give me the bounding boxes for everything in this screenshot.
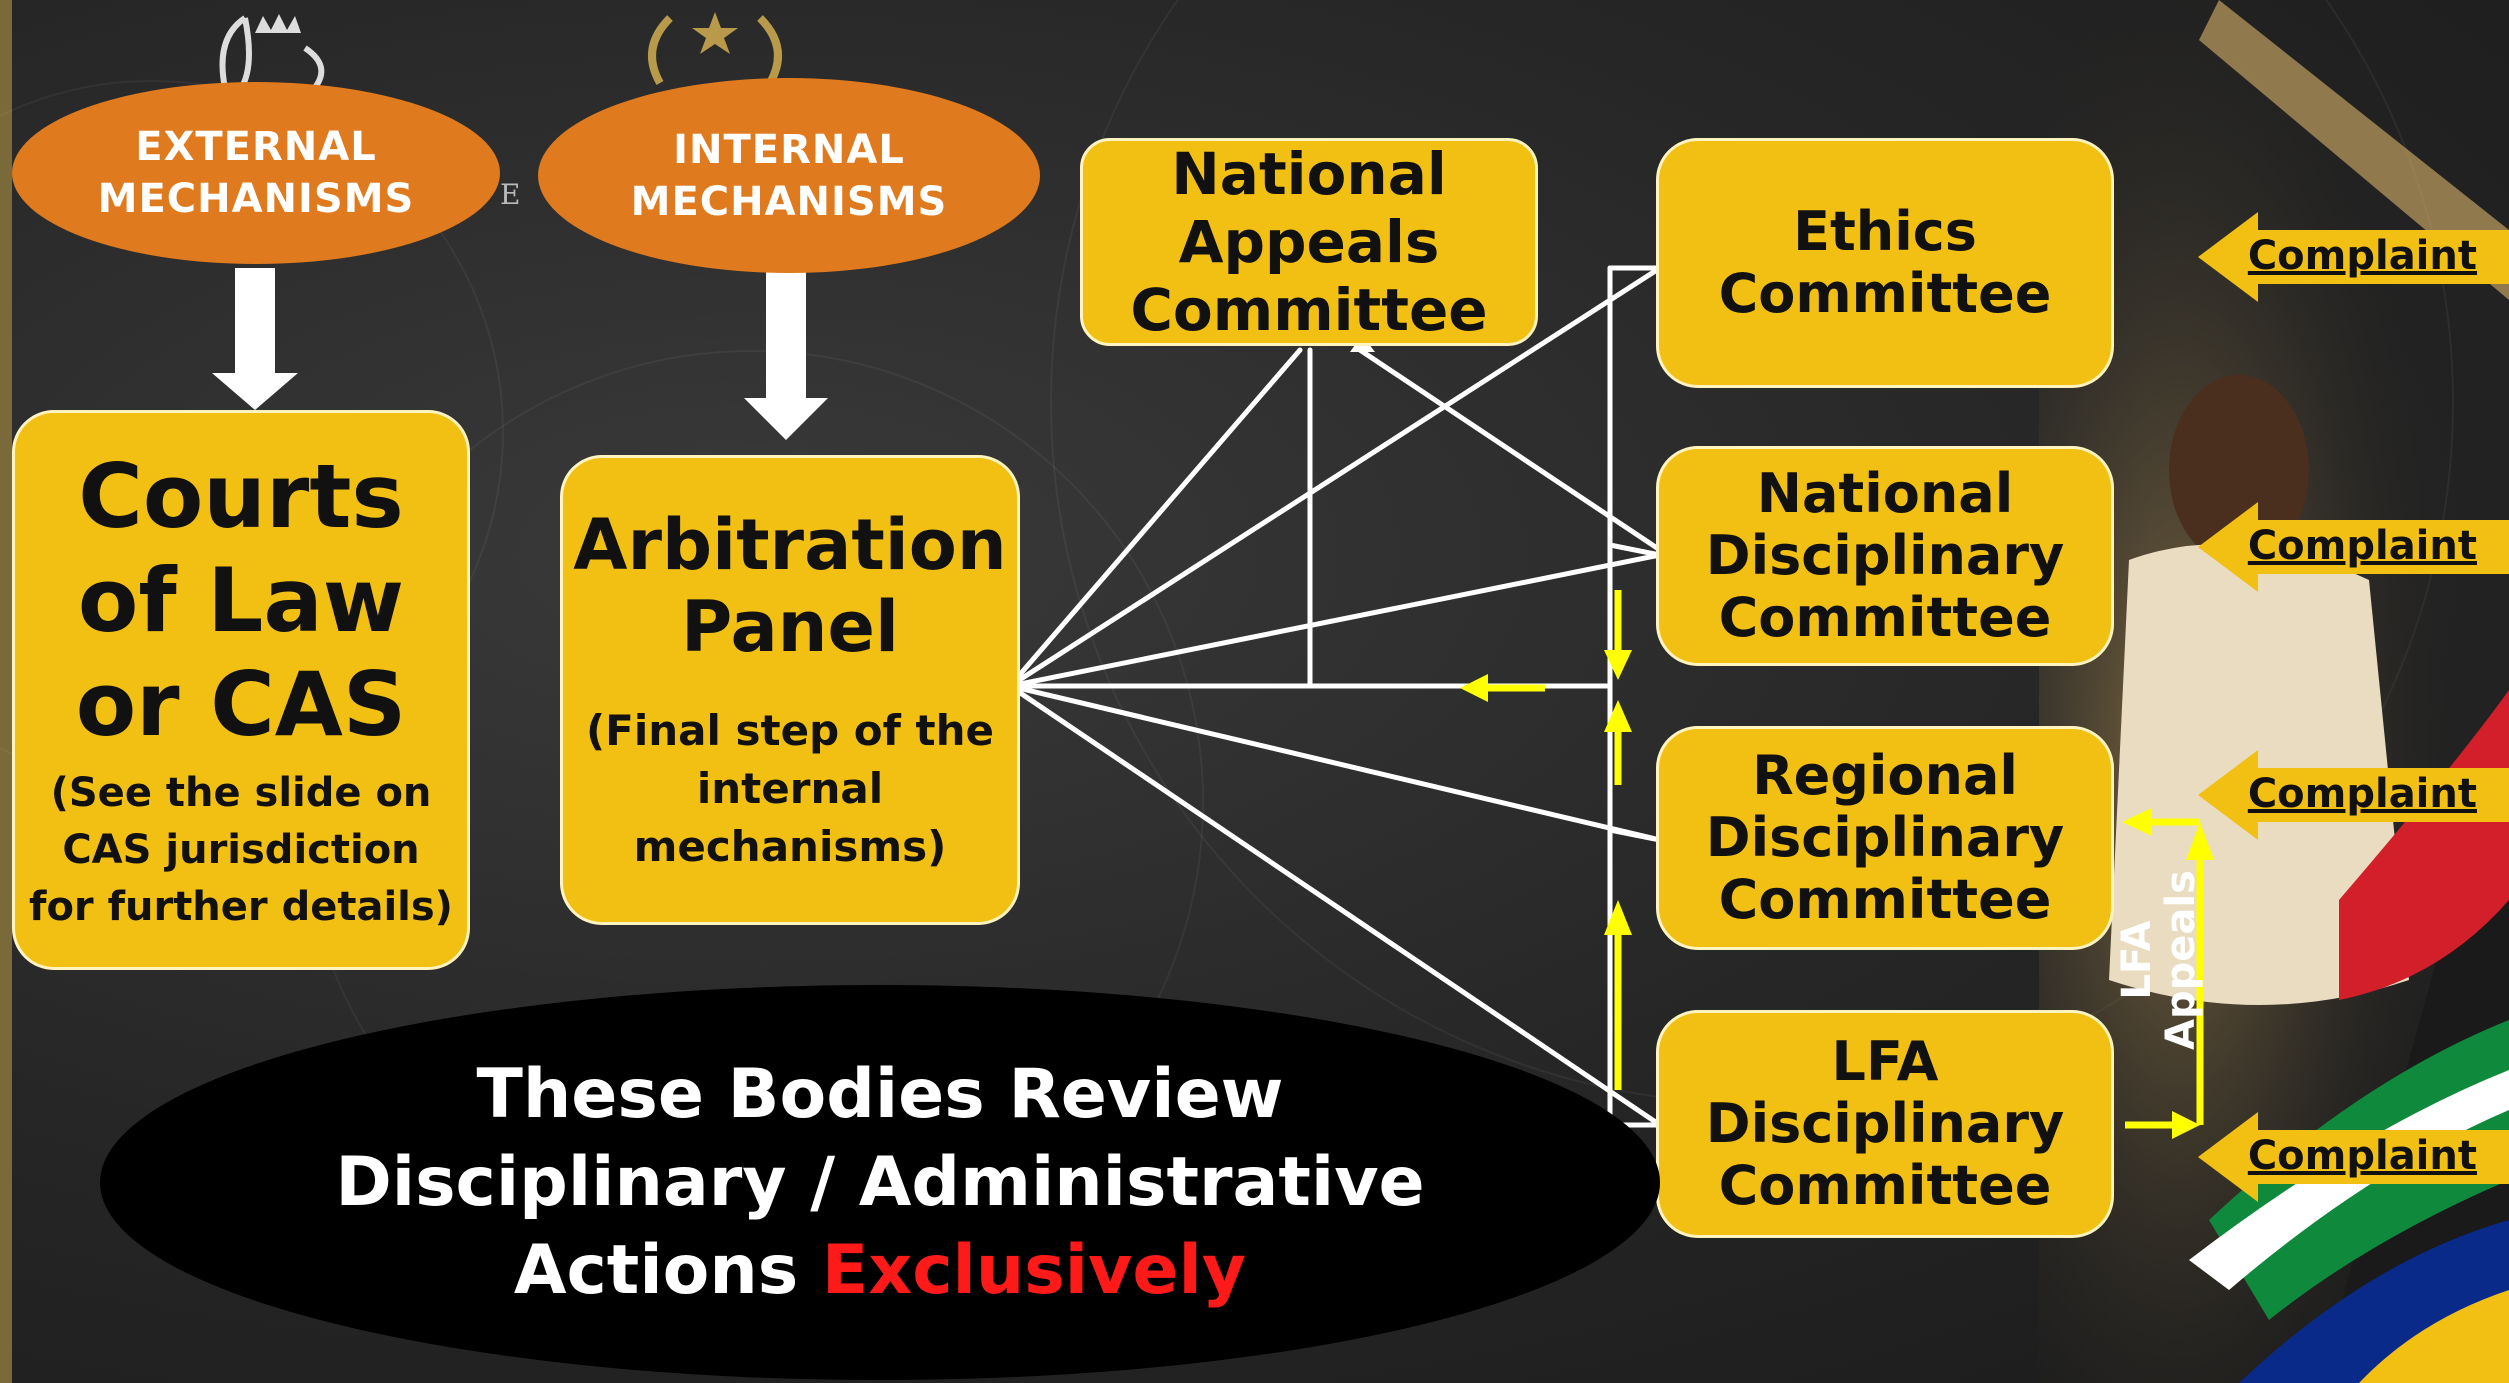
box-title-line: Committee (1718, 262, 2052, 325)
complaint-label: Complaint (2247, 1133, 2477, 1179)
lfa-appeals-line: Appeals (2158, 870, 2204, 1050)
national-appeals-committee-box: National Appeals Committee (1080, 138, 1538, 346)
box-title-line: LFA Disciplinary (1705, 1030, 2065, 1155)
box-title-line: Ethics (1793, 200, 1977, 263)
ellipse-line-3: Actions Exclusively (100, 1227, 1660, 1315)
box-title-line: Appeals (1178, 208, 1440, 276)
logo-wordmark: E (500, 178, 533, 211)
oval-line: EXTERNAL (135, 124, 377, 170)
complaint-label: Complaint (2247, 771, 2477, 817)
box-title-line: Courts (78, 444, 404, 548)
lfa-appeals-line: LFA (2114, 920, 2160, 1000)
box-title-line: Panel (681, 586, 899, 668)
box-note-line: (Final step of the (585, 706, 994, 755)
oval-line: INTERNAL (673, 126, 905, 173)
ellipse-line: These Bodies Review (476, 1054, 1284, 1134)
ethics-committee-box: Ethics Committee (1656, 138, 2114, 388)
box-note-line: mechanisms) (633, 822, 947, 871)
box-title-line: Disciplinary (1705, 524, 2065, 587)
box-title-line: National (1756, 462, 2014, 525)
internal-mechanisms-oval: INTERNAL MECHANISMS (538, 78, 1040, 273)
regional-disciplinary-committee-box: Regional Disciplinary Committee (1656, 726, 2114, 950)
box-title-line: Regional (1752, 744, 2018, 807)
box-title-line: or CAS (75, 652, 407, 756)
box-title-line: Committee (1718, 868, 2052, 931)
box-note-line: (See the slide on (50, 769, 432, 816)
external-mechanisms-oval: EXTERNAL MECHANISMS (12, 82, 500, 264)
ellipse-text: Actions (513, 1230, 822, 1310)
box-title-line: Committee (1718, 586, 2052, 649)
box-title-line: Committee (1718, 1154, 2052, 1217)
box-title-line: Disciplinary (1705, 806, 2065, 869)
oval-line: MECHANISMS (630, 178, 948, 225)
box-note-line: for further details) (29, 883, 453, 930)
box-title-line: Committee (1130, 276, 1488, 344)
lfa-appeals-label: LFA Appeals (2114, 840, 2204, 1080)
ellipse-line: Disciplinary / Administrative (335, 1142, 1425, 1222)
gallery-laurel-logo (648, 12, 782, 85)
box-title-line: Arbitration (573, 504, 1007, 586)
complaint-tag: Complaint (2198, 502, 2509, 592)
complaint-label: Complaint (2247, 233, 2477, 279)
arbitration-panel-box: Arbitration Panel (Final step of the int… (560, 455, 1020, 925)
box-title-line: of Law (77, 548, 405, 652)
box-note-line: internal (696, 764, 884, 813)
box-title-line: National (1171, 140, 1447, 208)
box-note-line: CAS jurisdiction (62, 826, 420, 873)
national-disciplinary-committee-box: National Disciplinary Committee (1656, 446, 2114, 666)
complaint-label: Complaint (2247, 523, 2477, 569)
lfa-disciplinary-committee-box: LFA Disciplinary Committee (1656, 1010, 2114, 1238)
exclusively-highlight: Exclusively (821, 1230, 1247, 1310)
complaint-tag: Complaint (2198, 212, 2509, 302)
courts-of-law-box: Courts of Law or CAS (See the slide on C… (12, 410, 470, 970)
complaint-tag: Complaint (2198, 1112, 2509, 1202)
oval-line: MECHANISMS (97, 176, 415, 222)
exclusive-review-ellipse: These Bodies Review Disciplinary / Admin… (100, 985, 1660, 1380)
complaint-tag: Complaint (2198, 750, 2509, 840)
